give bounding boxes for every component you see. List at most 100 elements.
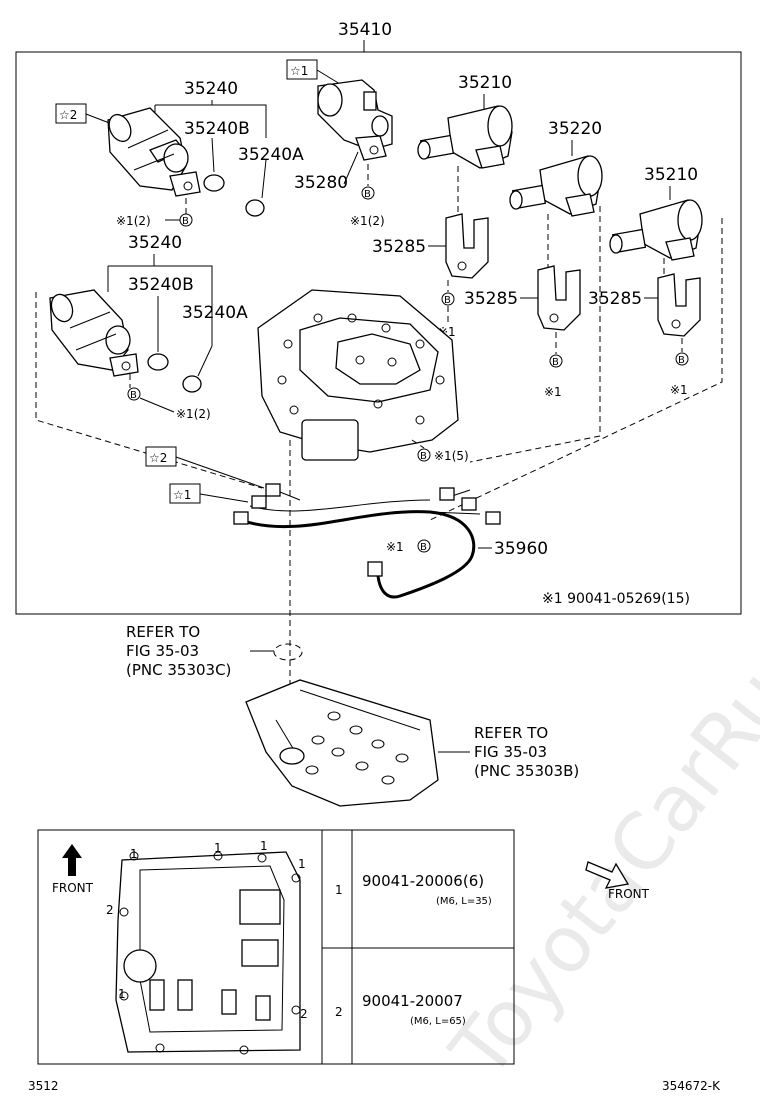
marker-1-c: 1 (260, 839, 268, 853)
dash-right-boundary (429, 218, 723, 521)
bracket-35240-bot (107, 254, 213, 346)
solenoid-35240-bot[interactable] (48, 289, 139, 377)
refer-b-line3: (PNC 35303B) (474, 762, 579, 780)
marker-1-b: 1 (214, 841, 222, 855)
leader-35240b-top (211, 137, 215, 173)
bolt-ref-harness: ※1 (386, 540, 404, 554)
table-bolt-holes (119, 851, 301, 1055)
solenoid-35240-top[interactable] (105, 107, 201, 197)
bolt-marker-35285-a-b: B (444, 295, 451, 306)
bolt-marker-35280 (361, 186, 375, 200)
clip-35285-b[interactable] (537, 265, 581, 331)
bolt-marker-bot (127, 387, 141, 401)
marker-2-a: 2 (106, 903, 114, 917)
valve-body-top-view[interactable] (115, 851, 301, 1055)
o-ring-35240b-top[interactable] (203, 174, 225, 192)
front-arrow-up (62, 844, 82, 876)
connector-2[interactable] (251, 495, 267, 509)
connector-4[interactable] (439, 487, 455, 501)
part-label-35220[interactable]: 35220 (548, 119, 602, 139)
bolt-ref-valve: ※1(5) (434, 449, 469, 463)
o-ring-35240a-top[interactable] (245, 199, 265, 217)
star1-label-mid: ☆1 (173, 488, 191, 502)
solenoid-35220[interactable] (509, 155, 603, 217)
marker-1-a: 1 (130, 847, 138, 861)
clip-35285-a[interactable] (445, 213, 489, 279)
part-label-35410[interactable]: 35410 (338, 20, 392, 40)
refer-b-line2: FIG 35-03 (474, 743, 547, 761)
connector-5[interactable] (461, 497, 477, 511)
part-label-35240b-bot[interactable]: 35240B (128, 275, 194, 295)
marker-1-d: 1 (298, 857, 306, 871)
dash-left-boundary (35, 292, 263, 489)
part-label-35240a-top[interactable]: 35240A (238, 145, 304, 165)
connector-3[interactable] (233, 511, 249, 525)
bolt-marker-35285-b (549, 354, 563, 368)
table-row1-key: 1 (335, 883, 343, 897)
gasket-ring (273, 643, 303, 661)
part-label-35240-bot[interactable]: 35240 (128, 233, 182, 253)
solenoid-35210-b[interactable] (609, 199, 703, 261)
star1-label-top: ☆1 (290, 64, 308, 78)
leader-star1-top (316, 69, 341, 85)
part-label-35285-b[interactable]: 35285 (464, 289, 518, 309)
bolt-marker-35285-b-b: B (552, 357, 559, 368)
part-label-35240a-bot[interactable]: 35240A (182, 303, 248, 323)
star2-label-top: ☆2 (59, 108, 77, 122)
part-label-35285-a[interactable]: 35285 (372, 237, 426, 257)
clip-35285-c[interactable] (657, 273, 701, 337)
connector-7[interactable] (367, 561, 383, 577)
star2-box-mid (145, 446, 177, 467)
marker-2-b: 2 (300, 1007, 308, 1021)
connector-6[interactable] (485, 511, 501, 525)
front-label-right: FRONT (608, 887, 650, 901)
bolt-marker-harness (417, 539, 431, 553)
part-label-35285-c[interactable]: 35285 (588, 289, 642, 309)
table-row1-part: 90041-20006(6) (362, 872, 484, 890)
assembly-frame (15, 51, 742, 615)
refer-a-line2: FIG 35-03 (126, 642, 199, 660)
bolt-marker-bot-b: B (130, 390, 137, 401)
front-arrow-diagonal (585, 861, 630, 889)
wire-harness-35960[interactable] (233, 483, 501, 599)
bolt-ref-top: ※1(2) (116, 214, 151, 228)
bolt-marker-top-b: B (182, 216, 189, 227)
bolt-table (37, 829, 515, 1065)
bolt-ref-35280: ※1(2) (350, 214, 385, 228)
bolt-ref-35285-b: ※1 (544, 385, 562, 399)
valve-body[interactable] (257, 289, 459, 461)
footnote: ※1 90041-05269(15) (542, 591, 690, 607)
bolt-ref-35285-c: ※1 (670, 383, 688, 397)
part-label-35210-a[interactable]: 35210 (458, 73, 512, 93)
table-row2-part: 90041-20007 (362, 992, 463, 1010)
dash-valve-bolt (411, 439, 425, 449)
star2-label-mid: ☆2 (149, 451, 167, 465)
bolt-marker-35285-c (675, 352, 689, 366)
leader-35240a-bot (197, 345, 213, 377)
valve-body-bolts (277, 313, 445, 425)
solenoid-35280[interactable] (317, 79, 393, 161)
part-label-35240-top[interactable]: 35240 (184, 79, 238, 99)
connector-1[interactable] (265, 483, 281, 497)
part-label-35960[interactable]: 35960 (494, 539, 548, 559)
refer-b-line1: REFER TO (474, 724, 548, 742)
leader-bolt-ref-bot (139, 397, 175, 413)
table-row2-key: 2 (335, 1005, 343, 1019)
o-ring-35240b-bot[interactable] (147, 353, 169, 371)
table-row1-spec: (M6, L=35) (436, 896, 492, 907)
star2-box-top (55, 103, 87, 124)
part-label-35280[interactable]: 35280 (294, 173, 348, 193)
refer-a-line1: REFER TO (126, 623, 200, 641)
bolt-marker-valve-b: B (420, 451, 427, 462)
part-label-35210-b[interactable]: 35210 (644, 165, 698, 185)
lower-valve-body[interactable] (245, 679, 439, 807)
marker-1-e: 1 (118, 987, 126, 1001)
solenoid-35210-a[interactable] (417, 105, 513, 169)
bolt-ref-bot: ※1(2) (176, 407, 211, 421)
part-label-35240b-top[interactable]: 35240B (184, 119, 250, 139)
o-ring-35240a-bot[interactable] (182, 375, 202, 393)
bolt-marker-valve (417, 448, 431, 462)
bolt-marker-harness-b: B (420, 542, 427, 553)
bolt-marker-35280-b: B (364, 189, 371, 200)
